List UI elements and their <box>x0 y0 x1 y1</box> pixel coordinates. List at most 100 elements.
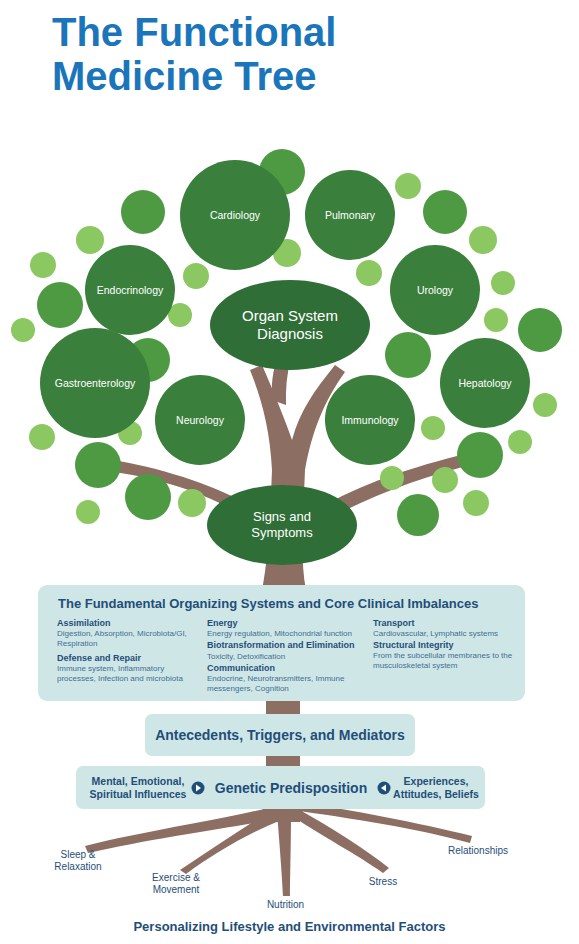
node-heading: The Fundamental Organizing Systems and C… <box>58 596 523 611</box>
node-fill <box>40 328 150 438</box>
specialty-circle: Cardiology <box>180 160 290 270</box>
leaf-circle <box>30 252 56 278</box>
node-label: Gastroenterology <box>55 377 136 390</box>
node-fill <box>210 280 370 370</box>
node-text-box: Hepatology <box>440 338 530 428</box>
leaf-circle <box>491 271 515 295</box>
section-heading: Communication <box>207 663 371 674</box>
leaf-circle <box>380 466 404 490</box>
section-heading: Assimilation <box>57 618 202 629</box>
root-label: Exercise & Movement <box>140 872 212 896</box>
node-text-box: Organ System Diagnosis <box>210 280 370 370</box>
node-fill <box>325 375 415 465</box>
node-heading: Mental, Emotional, Spiritual Influences <box>86 766 190 809</box>
systems-band: The Fundamental Organizing Systems and C… <box>38 585 525 701</box>
arrow-icon <box>192 782 205 795</box>
leaf-circle <box>395 173 421 199</box>
node-label: Signs and Symptoms <box>227 509 337 541</box>
leaf-circle <box>356 260 382 286</box>
arrow-icon-head <box>381 785 386 792</box>
leaf-circle <box>518 308 562 352</box>
specialty-circle: Urology <box>390 245 480 335</box>
section-body: Digestion, Absorption, Microbiota/GI, Re… <box>57 629 197 649</box>
node-label: Organ System Diagnosis <box>220 307 360 343</box>
section-heading: Experiences, Attitudes, Beliefs <box>392 766 480 809</box>
node-text-box: Cardiology <box>180 160 290 270</box>
section-body: Endocrine, Neurotransmitters, Immune mes… <box>207 674 357 694</box>
arrow-icon <box>378 782 391 795</box>
leaf-circle <box>75 442 121 488</box>
node-label: Urology <box>417 284 453 297</box>
root <box>277 812 291 896</box>
specialty-circle: Endocrinology <box>85 245 175 335</box>
node-text-box: Signs and Symptoms <box>207 485 357 565</box>
node-label: Hepatology <box>458 377 511 390</box>
node-fill <box>155 375 245 465</box>
leaf-circle <box>76 500 100 524</box>
node-fill <box>390 245 480 335</box>
node-text-box: Neurology <box>155 375 245 465</box>
leaf-circle <box>11 318 35 342</box>
node-text-box: Pulmonary <box>305 170 395 260</box>
section-heading: Structural Integrity <box>373 640 518 651</box>
node-text-box: Endocrinology <box>85 245 175 335</box>
node-fill <box>207 485 357 565</box>
node-label: Antecedents, Triggers, and Mediators <box>155 727 405 744</box>
section-heading: Defense and Repair <box>57 653 202 664</box>
root-label: Relationships <box>437 845 519 857</box>
leaf-circle <box>397 494 439 536</box>
node-fill <box>145 714 415 756</box>
node-text-box: Urology <box>390 245 480 335</box>
leaf-circle <box>385 332 431 378</box>
leaf-circle <box>37 282 83 328</box>
section-heading: Transport <box>373 618 518 629</box>
arrow-icon-circle <box>378 782 391 795</box>
node-text-box: Antecedents, Triggers, and Mediators <box>145 714 415 756</box>
node-fill <box>440 338 530 428</box>
leaf-circle <box>121 190 165 234</box>
influences-band: Mental, Emotional, Spiritual Influences G… <box>76 766 485 809</box>
section-heading: Genetic Predisposition <box>208 766 374 809</box>
symptoms-ellipse: Signs and Symptoms <box>207 485 357 565</box>
diagram-caption: Personalizing Lifestyle and Environmenta… <box>0 919 579 935</box>
root-label: Nutrition <box>248 899 323 911</box>
root <box>180 810 282 874</box>
leaf-circle <box>125 474 171 520</box>
leaf-circle <box>469 226 497 254</box>
specialty-circle: Gastroenterology <box>40 328 150 438</box>
root-label: Stress <box>357 876 409 888</box>
section-body: Immune system, Inflammatory processes, I… <box>57 664 197 684</box>
node-fill <box>85 245 175 335</box>
leaf-group <box>37 149 562 536</box>
leaf-circle <box>463 490 489 516</box>
section-body: Energy regulation, Mitochondrial functio… <box>207 629 367 639</box>
specialty-circle: Pulmonary <box>305 170 395 260</box>
node-label: Pulmonary <box>325 209 375 222</box>
section-heading: Energy <box>207 618 371 629</box>
root-label: Sleep & Relaxation <box>42 849 114 873</box>
node-text-box: Immunology <box>325 375 415 465</box>
specialty-circle: Neurology <box>155 375 245 465</box>
leaf-circle <box>423 190 467 234</box>
section-heading: Biotransformation and Elimination <box>207 640 371 651</box>
leaf-circle <box>183 263 209 289</box>
node-fill <box>38 585 525 701</box>
specialty-circle: Hepatology <box>440 338 530 428</box>
section-body: From the subcellular membranes to the mu… <box>373 651 513 671</box>
node-fill <box>180 160 290 270</box>
section-body: Toxicity, Detoxification <box>207 652 367 662</box>
leaf-circle <box>432 467 458 493</box>
leaf-circle <box>457 432 503 478</box>
leaf-circle <box>421 416 445 440</box>
section-body: Cardiovascular, Lymphatic systems <box>373 629 513 639</box>
node-label: Endocrinology <box>97 284 164 297</box>
specialty-circle: Immunology <box>325 375 415 465</box>
leaf-circle <box>29 424 55 450</box>
arrow-icon-circle <box>192 782 205 795</box>
node-label: Cardiology <box>210 209 260 222</box>
leaf-circle <box>508 430 532 454</box>
leaf-circle <box>76 226 104 254</box>
